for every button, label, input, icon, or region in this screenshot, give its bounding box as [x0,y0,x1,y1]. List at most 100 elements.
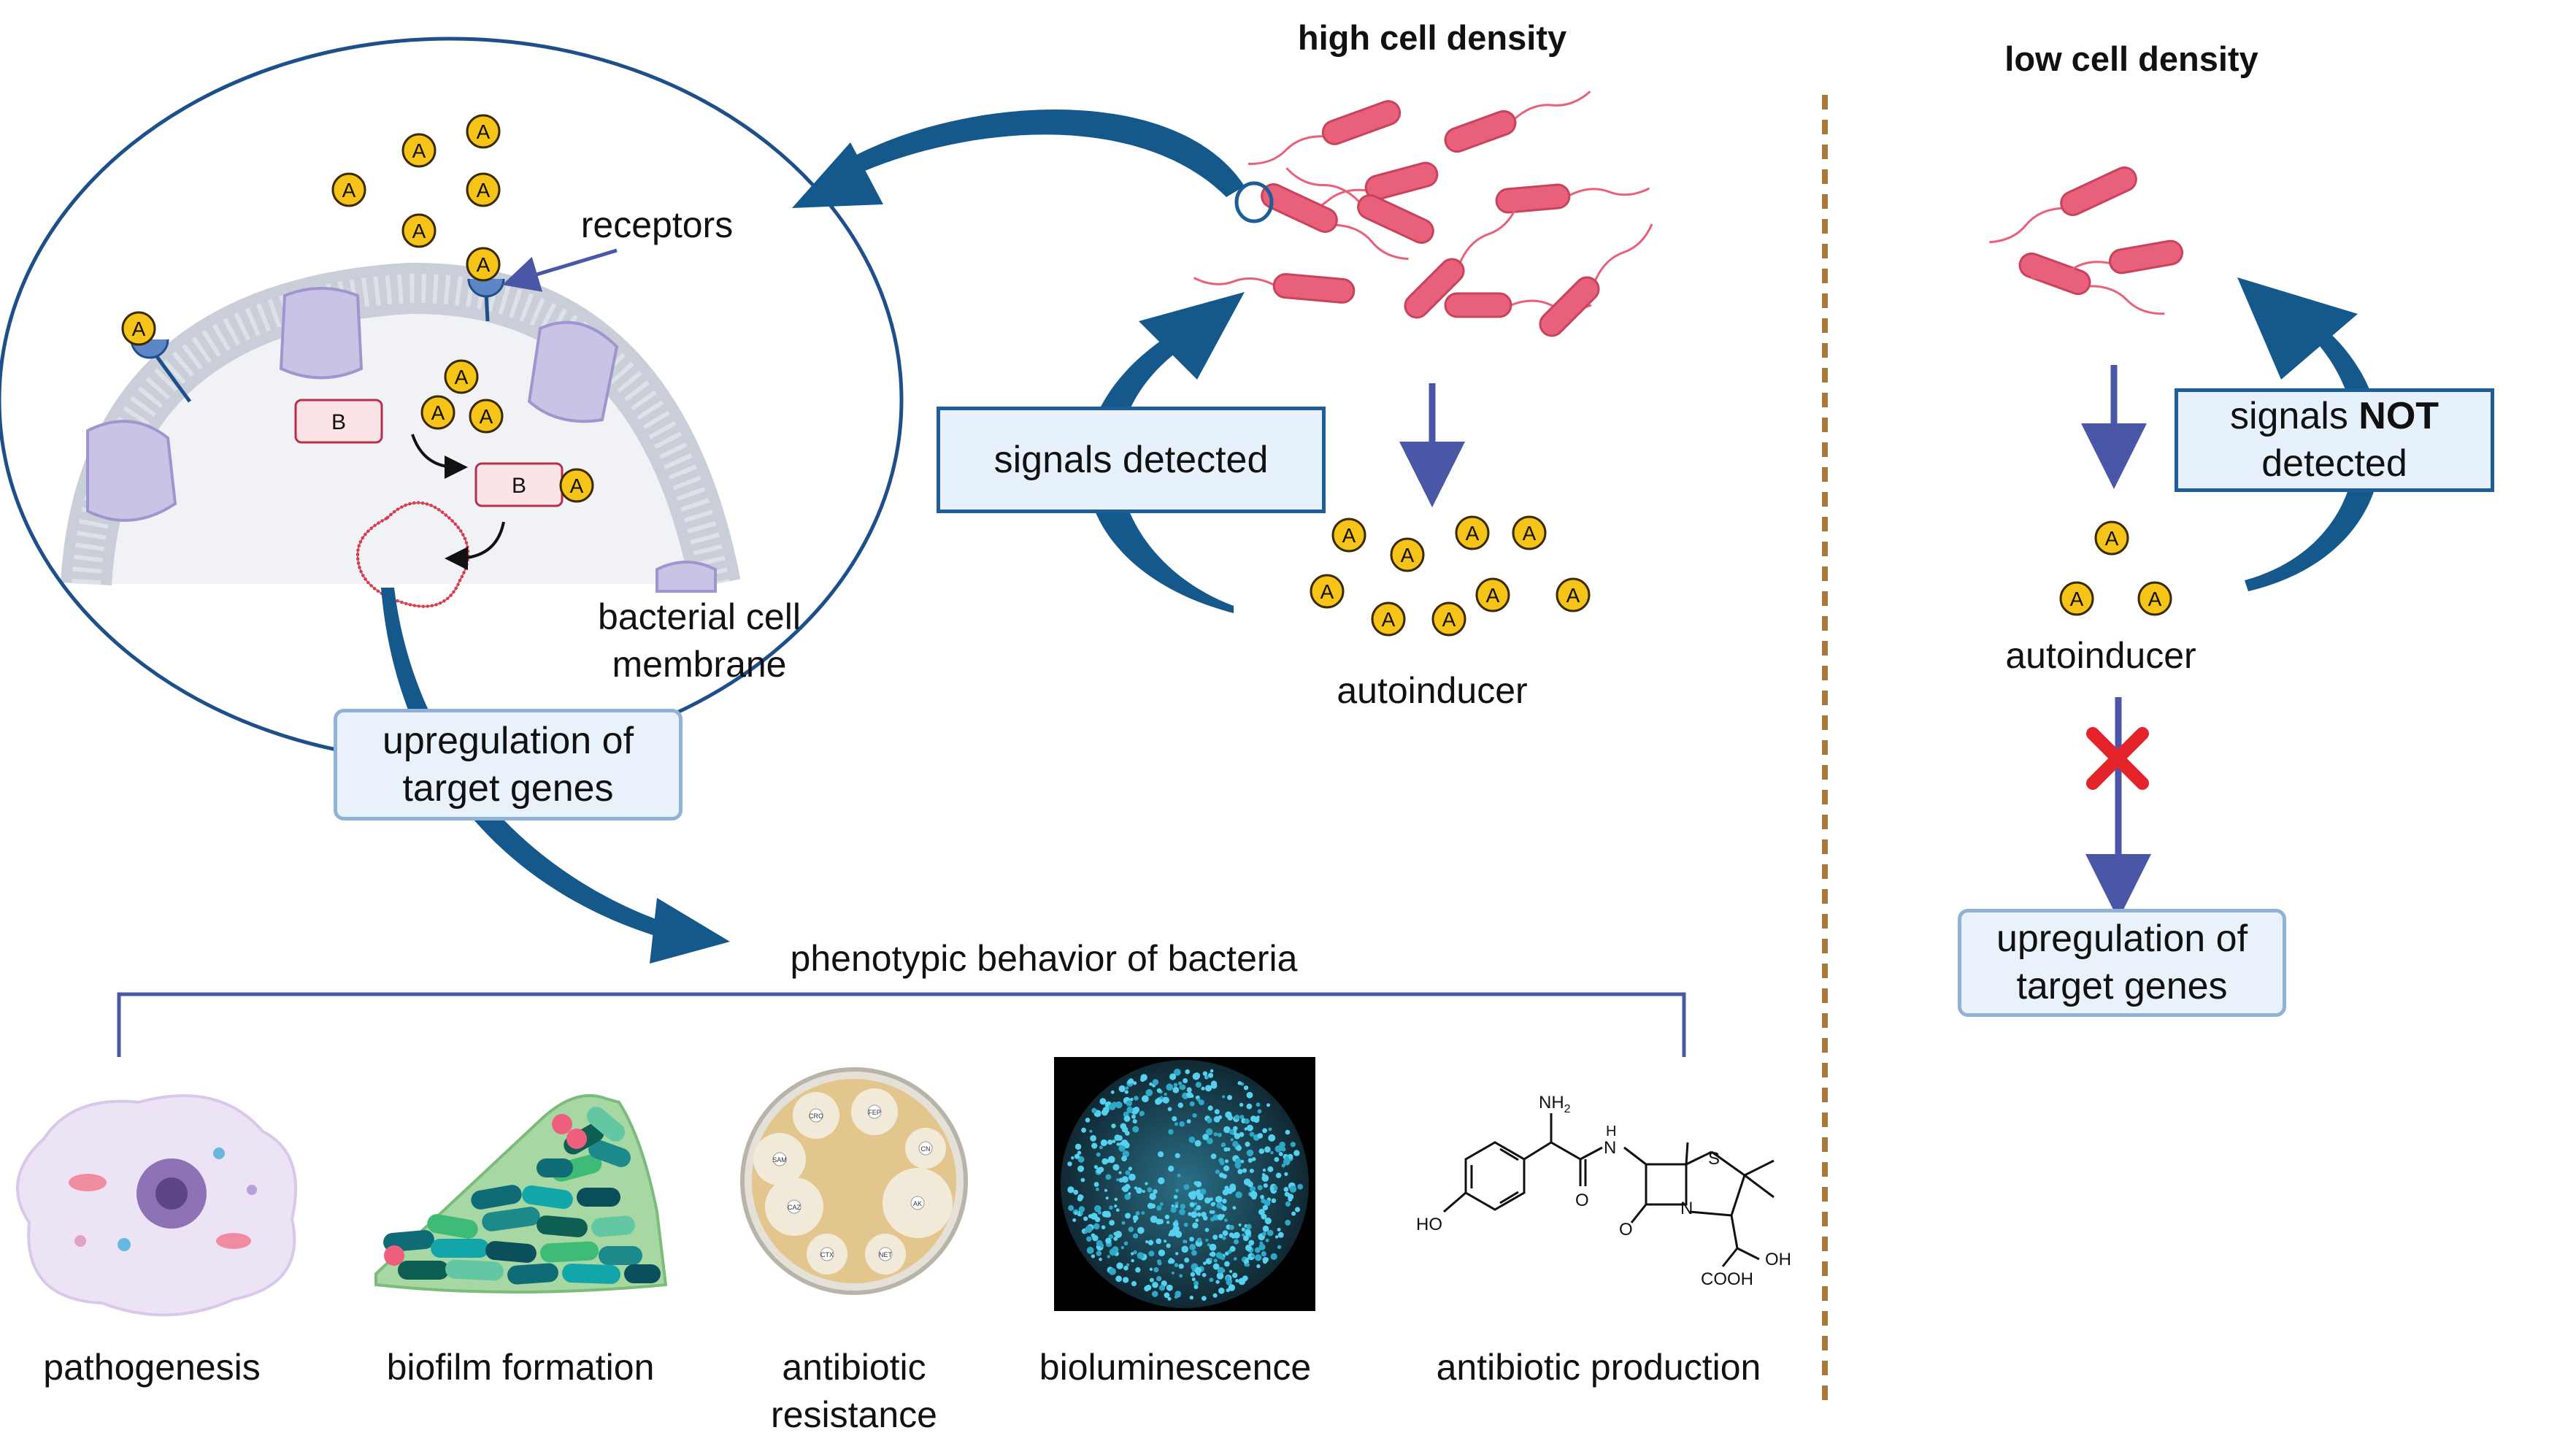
luminescent-colony [1181,1245,1188,1253]
luminescent-colony [1239,1131,1245,1137]
not-emphasis: NOT [2358,395,2439,437]
luminescent-colony [1099,1257,1102,1261]
luminescent-colony [1136,1187,1142,1194]
luminescent-colony [1210,1069,1214,1073]
luminescent-colony [1247,1158,1253,1163]
autoinducer-circle [1475,577,1510,612]
luminescent-colony [1266,1229,1274,1237]
luminescent-colony [1202,1272,1207,1277]
luminescent-colony [1232,1206,1237,1210]
biofilm-cell [384,1245,404,1266]
pathogenesis-label: pathogenesis [43,1347,260,1388]
biofilm-rod [588,1139,631,1167]
luminescent-colony [1191,1211,1198,1218]
chem-nh2: NH2 [1539,1093,1571,1115]
luminescent-colony [1235,1191,1242,1199]
luminescent-colony [1189,1101,1195,1107]
autoinducer-icon: A [1556,577,1591,612]
luminescent-colony [1267,1166,1274,1172]
high-density-title: high cell density [1298,18,1566,57]
luminescent-colony [1264,1217,1272,1225]
upregulation-left-line1: upregulation of [382,719,634,762]
luminescent-colony [1159,1202,1164,1206]
luminescent-colony [1121,1156,1127,1161]
luminescent-colony [1093,1223,1100,1230]
luminescent-colony [1173,1069,1181,1076]
luminescent-colony [1239,1115,1245,1119]
luminescent-colony [1257,1109,1262,1114]
luminescent-colony [1172,1116,1177,1122]
luminescent-colony [1147,1239,1154,1245]
luminescent-colony [1174,1291,1182,1297]
luminescent-colony [1108,1234,1114,1239]
luminescent-colony [1147,1202,1154,1210]
autoinducer-letter: A [1401,544,1415,566]
autoinducer-letter: A [1382,608,1396,631]
luminescent-colony [1196,1204,1202,1210]
molecule-b-box [294,399,383,444]
autoinducer-letter: A [1486,584,1500,607]
autoinducer-letter: A [480,405,493,428]
luminescent-colony [1244,1118,1250,1124]
luminescent-colony [1285,1219,1291,1226]
biofilm-rod [427,1214,478,1239]
luminescent-colony [1245,1263,1250,1267]
luminescent-colony [1216,1272,1224,1280]
luminescent-colony [1254,1247,1261,1253]
luminescent-colony [1200,1188,1207,1195]
luminescent-colony [1204,1197,1211,1204]
biofilm-rod [591,1215,635,1237]
luminescent-colony [1218,1287,1225,1294]
luminescent-colony [1109,1103,1116,1110]
luminescent-colony [1226,1188,1233,1194]
luminescent-colony [1168,1129,1174,1135]
luminescent-colony [1215,1280,1220,1284]
luminescent-colony [1135,1211,1140,1216]
luminescent-colony [1222,1095,1226,1099]
luminescent-colony [1249,1169,1254,1173]
luminescent-colony [1091,1142,1098,1149]
luminescent-colony [1158,1285,1165,1291]
biofilm-cell [552,1114,572,1134]
luminescent-colony [1170,1207,1177,1213]
luminescent-colony [1132,1126,1139,1133]
bacterium [1404,205,1518,319]
luminescent-colony [1262,1168,1266,1172]
autoinducer-letter: A [1442,608,1456,631]
luminescent-colony [1264,1146,1271,1153]
luminescent-colony [1188,1136,1196,1143]
luminescent-colony [1118,1085,1126,1093]
luminescent-colony [1238,1277,1246,1285]
biofilm-rod [471,1185,522,1210]
luminescent-colony [1204,1085,1212,1092]
luminescent-colony [1173,1194,1178,1199]
autoinducer-letter: A [1342,524,1356,547]
luminescent-colony [1177,1102,1184,1108]
luminescent-colony [1218,1269,1222,1274]
luminescent-colony [1178,1264,1184,1269]
luminescent-colony [1107,1156,1115,1164]
luminescent-colony [1124,1090,1129,1094]
autoinducer-icon: A [420,395,455,430]
disc-label: CAZ [788,1204,801,1211]
autoinducer-letter: A [477,179,491,201]
luminescent-colony [1281,1164,1285,1168]
luminescent-colony [1125,1212,1131,1219]
luminescent-colony [1120,1123,1127,1130]
luminescent-colony [1115,1208,1120,1212]
luminescent-colony [1190,1094,1194,1098]
luminescent-colony [1195,1218,1199,1223]
luminescent-colony [1126,1106,1134,1113]
luminescent-colony [1109,1268,1116,1275]
luminescent-colony [1251,1253,1256,1258]
luminescent-colony [1090,1135,1096,1142]
luminescent-colony [1137,1252,1145,1259]
luminescent-colony [1279,1141,1285,1148]
luminescent-colony [1263,1259,1267,1264]
luminescent-colony [1130,1252,1134,1256]
luminescent-colony [1190,1272,1196,1277]
luminescent-colony [1261,1175,1269,1182]
bacterium [1444,91,1591,153]
luminescent-colony [1104,1210,1111,1218]
chem-cooh: COOH [1701,1269,1753,1289]
